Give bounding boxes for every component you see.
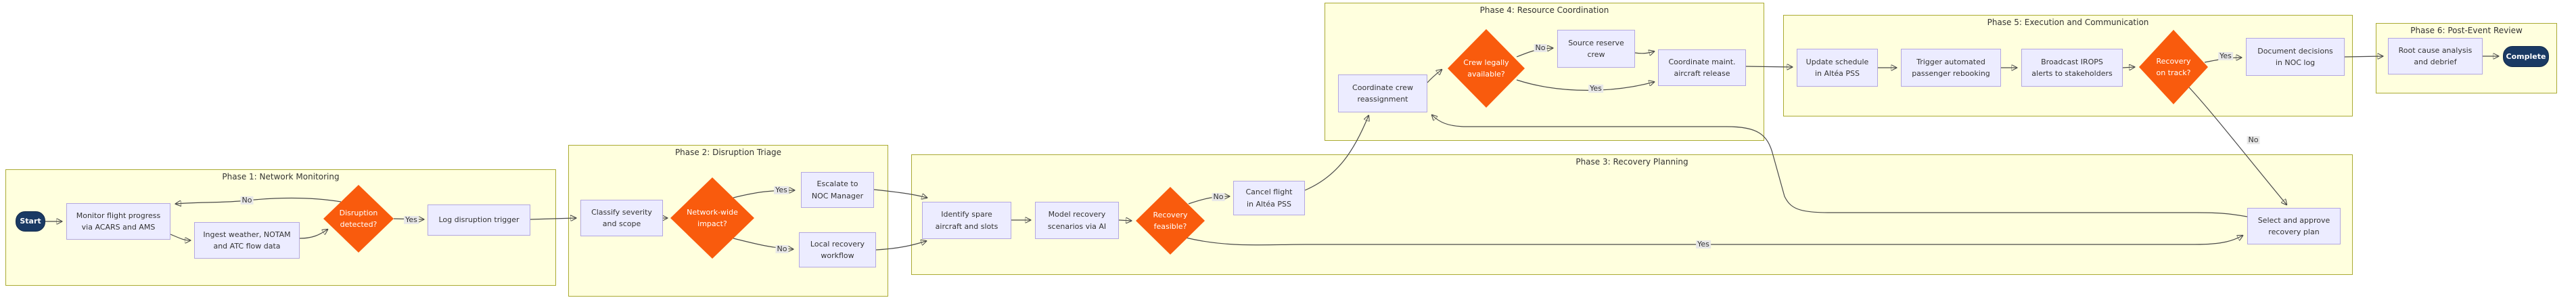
edge-ingest-disruption — [299, 230, 327, 239]
edge-select-coordcrew — [1432, 115, 2248, 217]
edge-label-yes: Yes — [1696, 239, 1711, 249]
edge-monitor-ingest — [170, 234, 190, 240]
edge-sourcecrew-coordmaint — [1634, 51, 1654, 53]
node-local-recovery-workflow: Local recovery workflow — [799, 232, 876, 267]
node-ingest-weather-data: Ingest weather, NOTAM and ATC flow data — [194, 222, 300, 259]
edge-disruption-monitor-no — [176, 197, 342, 204]
edge-ontrack-select-no — [2188, 87, 2286, 204]
edge-label-yes: Yes — [404, 215, 419, 225]
node-document-decisions-noc: Document decisions in NOC log — [2246, 38, 2345, 76]
node-coordinate-maint-release: Coordinate maint. aircraft release — [1658, 49, 1746, 86]
edge-label-yes: Yes — [1588, 83, 1603, 93]
edge-label-no: No — [775, 244, 789, 254]
edge-label-no: No — [240, 195, 254, 205]
edge-local-identify — [875, 241, 926, 251]
node-identify-spare-aircraft: Identify spare aircraft and slots — [922, 202, 1011, 239]
node-monitor-flight-progress: Monitor flight progress via ACARS and AM… — [66, 203, 170, 240]
node-select-approve-plan: Select and approve recovery plan — [2247, 208, 2341, 244]
phase-title: Phase 6: Post-Event Review — [2410, 26, 2523, 35]
edge-coordcrew-crewavailable — [1427, 70, 1442, 83]
edge-feasible-cancel-no — [1188, 196, 1229, 204]
edge-broadcast-ontrack — [2122, 67, 2134, 68]
node-root-cause-analysis: Root cause analysis and debrief — [2388, 38, 2483, 74]
phase-title: Phase 5: Execution and Communication — [1987, 18, 2149, 27]
node-model-recovery-scenarios: Model recovery scenarios via AI — [1035, 202, 1119, 239]
node-update-schedule-altea: Update schedule in Altéa PSS — [1797, 49, 1878, 87]
edge-model-feasible — [1118, 220, 1131, 221]
node-coordinate-crew-reassignment: Coordinate crew reassignment — [1338, 74, 1427, 112]
node-cancel-flight-altea: Cancel flight in Altéa PSS — [1233, 181, 1305, 215]
node-classify-severity: Classify severity and scope — [580, 200, 663, 236]
phase-title: Phase 1: Network Monitoring — [222, 172, 340, 181]
edge-label-no: No — [1212, 192, 1225, 202]
edge-label-yes: Yes — [2218, 51, 2233, 61]
edge-cancel-coordcrew — [1304, 116, 1368, 191]
node-broadcast-irops-alerts: Broadcast IROPS alerts to stakeholders — [2021, 49, 2123, 87]
edge-coordmaint-updateschedule — [1745, 66, 1792, 67]
edge-crewavailable-sourcecrew-no — [1516, 48, 1552, 58]
node-source-reserve-crew: Source reserve crew — [1557, 30, 1635, 68]
edge-feasible-select-yes — [1185, 236, 2242, 246]
phase-title: Phase 4: Resource Coordination — [1479, 5, 1609, 15]
node-trigger-passenger-rebooking: Trigger automated passenger rebooking — [1901, 49, 2001, 87]
edge-label-no: No — [1534, 43, 1547, 53]
edge-label-no: No — [2247, 135, 2260, 145]
edge-label-yes: Yes — [774, 185, 789, 195]
node-escalate-noc-manager: Escalate to NOC Manager — [801, 172, 874, 208]
edge-crewavailable-coordmaint-yes — [1516, 79, 1654, 91]
edge-escalate-identify — [873, 189, 927, 198]
edge-log-classify — [530, 218, 576, 219]
node-complete: Complete — [2503, 46, 2549, 67]
phase-title: Phase 2: Disruption Triage — [674, 148, 782, 157]
edge-document-rootcause — [2344, 56, 2383, 57]
node-start: Start — [16, 211, 45, 232]
node-log-disruption-trigger: Log disruption trigger — [428, 204, 530, 236]
phase-title: Phase 3: Recovery Planning — [1576, 157, 1688, 167]
